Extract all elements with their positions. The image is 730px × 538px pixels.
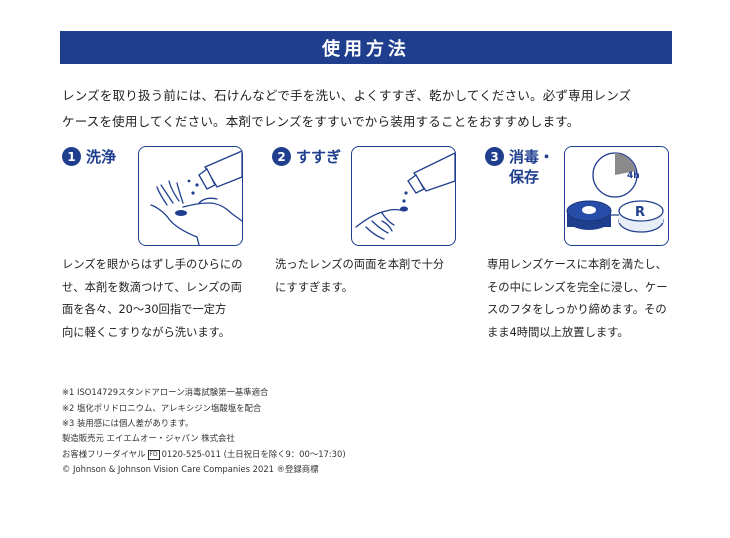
footnote: ※1 ISO14729スタンドアローン消毒試験第一基準適合: [62, 387, 269, 397]
step-3-number: 3: [485, 147, 504, 166]
step-1-desc-line: せ、本剤を数滴つけて、レンズの両: [62, 280, 242, 294]
step-3-title-line-1: 消毒・: [509, 148, 555, 166]
step-2-description: 洗ったレンズの両面を本剤で十分 にすすぎます。: [275, 254, 444, 299]
step-1-description: レンズを眼からはずし手のひらにの せ、本剤を数滴つけて、レンズの両 面を各々、2…: [62, 254, 243, 344]
footnote: ※2 塩化ポリドロニウム、アレキシジン塩酸塩を配合: [62, 402, 262, 413]
step-3-desc-line: まま4時間以上放置します。: [487, 325, 629, 339]
step-3-description: 専用レンズケースに本剤を満たし、 その中にレンズを完全に浸し、ケー スのフタをし…: [487, 254, 668, 344]
step-3-title: 消毒・ 保存: [509, 147, 554, 187]
step-2-title-text: すすぎ: [296, 148, 342, 166]
step-2-desc-line: 洗ったレンズの両面を本剤で十分: [275, 258, 445, 271]
step-1-title-text: 洗浄: [86, 148, 117, 166]
step-1-desc-line: レンズを眼からはずし手のひらにの: [62, 258, 243, 271]
step-1-desc-line: 面を各々、20〜30回指で一定方: [62, 303, 227, 316]
footnote: ※3 装用感には個人差があります。: [62, 418, 194, 429]
step-2-desc-line: にすすぎます。: [275, 280, 354, 294]
step-1-number: 1: [62, 147, 81, 166]
hotline-number: 0120-525-011 (土日祝日を除く9：00〜17:30): [161, 448, 346, 459]
step-3-title-line-2: 保存: [509, 168, 540, 186]
step-1-desc-line: 向に軽くこすりながら洗います。: [62, 325, 231, 339]
intro-line-1: レンズを取り扱う前には、石けんなどで手を洗い、よくすすぎ、乾かしてください。必ず…: [62, 88, 632, 103]
rinse-lens-icon: [351, 146, 456, 246]
step-1-heading: 1 洗浄: [62, 147, 116, 167]
hand-rubbing-lens-icon: [138, 146, 243, 246]
section-title: 使用方法: [322, 38, 410, 60]
step-3-desc-line: 専用レンズケースに本剤を満たし、: [487, 258, 667, 271]
clock-label: 4h: [627, 171, 640, 181]
step-3-heading: 3 消毒・ 保存: [485, 147, 554, 187]
step-2-heading: 2 すすぎ: [272, 147, 341, 167]
free-dial-icon: FD: [147, 449, 160, 460]
intro-line-2: ケースを使用してください。本剤でレンズをすすいでから装用することをおすすめします…: [62, 114, 580, 129]
copyright: © Johnson & Johnson Vision Care Companie…: [62, 464, 319, 475]
case-label: R: [635, 205, 645, 220]
step-2-title: すすぎ: [296, 147, 341, 167]
step-3-desc-line: その中にレンズを完全に浸し、ケー: [487, 280, 668, 294]
step-1-title: 洗浄: [86, 147, 116, 167]
footnotes: ※1 ISO14729スタンドアローン消毒試験第一基準適合 ※2 塩化ポリドロニ…: [62, 385, 268, 432]
maker-name: 製造販売元 エイエムオー・ジャパン 株式会社: [62, 433, 235, 443]
hotline-label: お客様フリーダイヤル: [62, 448, 146, 459]
step-3-desc-line: スのフタをしっかり締めます。その: [487, 303, 667, 316]
step-2-number: 2: [272, 147, 291, 166]
lens-case-clock-icon: 4h R: [564, 146, 669, 246]
section-header: 使用方法: [60, 31, 672, 64]
intro-text: レンズを取り扱う前には、石けんなどで手を洗い、よくすすぎ、乾かしてください。必ず…: [62, 83, 674, 135]
